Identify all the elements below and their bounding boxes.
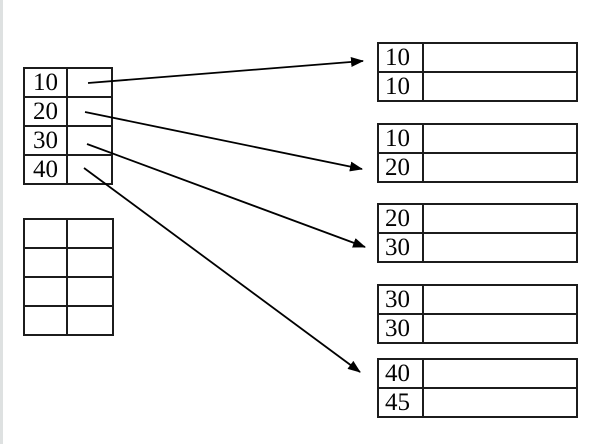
index-row: 30 bbox=[23, 125, 113, 156]
data-block-2: 10 20 bbox=[377, 123, 578, 183]
empty-cell bbox=[23, 247, 68, 278]
block-key-cell: 10 bbox=[377, 42, 424, 73]
index-pointer-cell bbox=[66, 96, 113, 127]
block-key-cell: 10 bbox=[377, 71, 424, 102]
block-record-cell bbox=[422, 232, 578, 263]
index-key-cell: 30 bbox=[23, 125, 68, 156]
empty-table-row bbox=[23, 305, 114, 336]
block-record-cell bbox=[422, 313, 578, 344]
block-record-cell bbox=[422, 71, 578, 102]
empty-table-row bbox=[23, 218, 114, 249]
block-row: 40 bbox=[377, 358, 578, 389]
empty-cell bbox=[66, 305, 114, 336]
block-row: 10 bbox=[377, 71, 578, 102]
block-record-cell bbox=[422, 123, 578, 154]
block-key-cell: 10 bbox=[377, 123, 424, 154]
block-row: 30 bbox=[377, 232, 578, 263]
block-key-cell: 30 bbox=[377, 284, 424, 315]
index-table: 10 20 30 40 bbox=[23, 67, 113, 185]
block-record-cell bbox=[422, 152, 578, 183]
block-record-cell bbox=[422, 203, 578, 234]
block-row: 30 bbox=[377, 313, 578, 344]
index-key-cell: 40 bbox=[23, 154, 68, 185]
index-key-cell: 20 bbox=[23, 96, 68, 127]
block-key-cell: 45 bbox=[377, 387, 424, 418]
block-key-cell: 30 bbox=[377, 313, 424, 344]
empty-table bbox=[23, 218, 114, 336]
index-pointer-cell bbox=[66, 125, 113, 156]
empty-cell bbox=[23, 218, 68, 249]
index-row: 20 bbox=[23, 96, 113, 127]
block-record-cell bbox=[422, 387, 578, 418]
arrow-index-40-to-block-5 bbox=[83, 167, 361, 373]
block-record-cell bbox=[422, 284, 578, 315]
block-row: 10 bbox=[377, 123, 578, 154]
arrow-index-30-to-block-3 bbox=[86, 143, 366, 248]
empty-cell bbox=[66, 247, 114, 278]
page-edge-line bbox=[0, 0, 3, 444]
empty-cell bbox=[66, 276, 114, 307]
data-block-1: 10 10 bbox=[377, 42, 578, 102]
data-block-5: 40 45 bbox=[377, 358, 578, 418]
block-row: 20 bbox=[377, 203, 578, 234]
block-row: 30 bbox=[377, 284, 578, 315]
block-key-cell: 30 bbox=[377, 232, 424, 263]
block-key-cell: 40 bbox=[377, 358, 424, 389]
block-record-cell bbox=[422, 42, 578, 73]
data-block-4: 30 30 bbox=[377, 284, 578, 344]
arrow-index-20-to-block-2 bbox=[84, 111, 363, 172]
index-row: 40 bbox=[23, 154, 113, 185]
index-key-cell: 10 bbox=[23, 67, 68, 98]
index-pointer-cell bbox=[66, 67, 113, 98]
empty-cell bbox=[23, 305, 68, 336]
block-record-cell bbox=[422, 358, 578, 389]
empty-cell bbox=[23, 276, 68, 307]
block-key-cell: 20 bbox=[377, 203, 424, 234]
empty-table-row bbox=[23, 276, 114, 307]
block-row: 20 bbox=[377, 152, 578, 183]
empty-table-row bbox=[23, 247, 114, 278]
index-row: 10 bbox=[23, 67, 113, 98]
arrow-index-10-to-block-1 bbox=[87, 56, 364, 84]
data-block-3: 20 30 bbox=[377, 203, 578, 263]
block-key-cell: 20 bbox=[377, 152, 424, 183]
block-row: 45 bbox=[377, 387, 578, 418]
empty-cell bbox=[66, 218, 114, 249]
block-row: 10 bbox=[377, 42, 578, 73]
index-pointer-cell bbox=[66, 154, 113, 185]
